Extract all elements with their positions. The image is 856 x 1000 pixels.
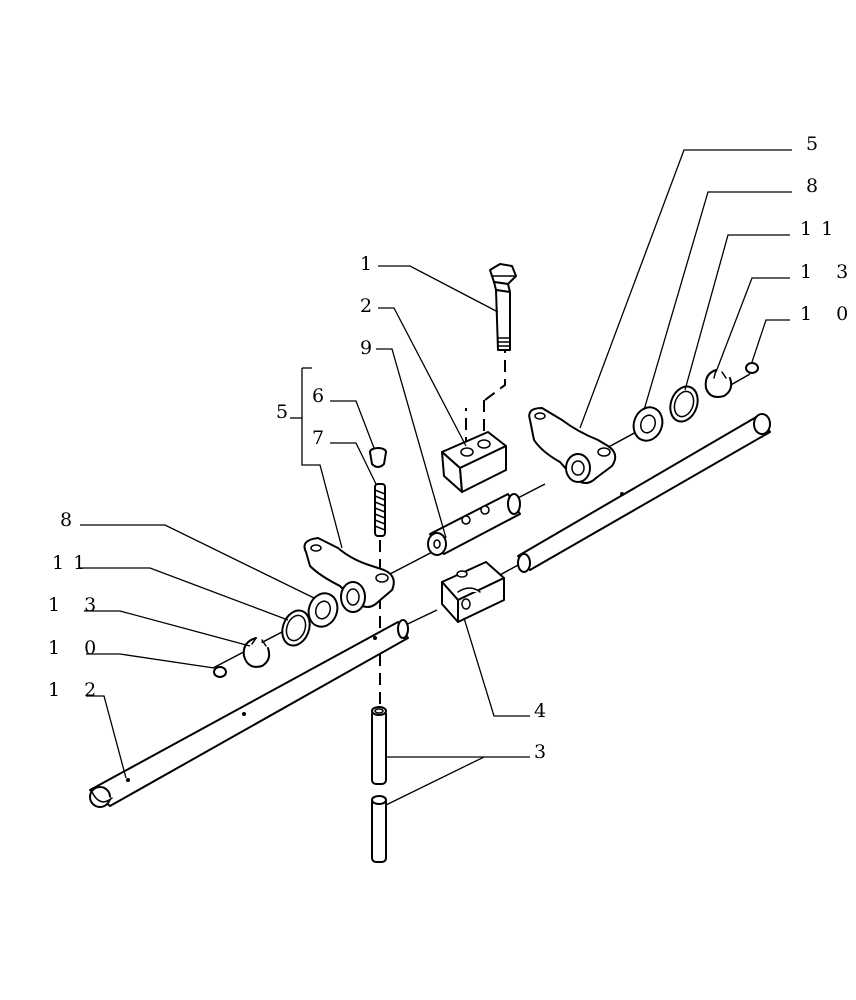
callout-8-left: 8: [60, 509, 81, 531]
rocker-shaft-lower: [89, 619, 409, 808]
callout-3: 3: [534, 741, 555, 763]
callout-2: 2: [360, 295, 381, 317]
plug: [369, 447, 387, 468]
bolt: [489, 263, 517, 351]
washer-8-left: [307, 592, 339, 628]
callout-9: 9: [360, 337, 381, 359]
push-rod-lower: [371, 795, 387, 863]
callout-6: 6: [312, 385, 333, 407]
circlip-13-left: [242, 637, 271, 668]
circlip-13-right: [704, 369, 733, 398]
callout-5-left: 5: [276, 401, 297, 423]
callout-12: 1 2: [48, 679, 105, 701]
callout-8-top: 8: [806, 175, 827, 197]
rocker-arm-right: [528, 407, 617, 484]
rocker-arm-left: [303, 537, 395, 613]
callout-13-top: 1 3: [800, 261, 856, 283]
callout-11-top: 11: [800, 218, 842, 240]
callout-1: 1: [360, 253, 381, 275]
spring-washer-11-right: [669, 385, 699, 423]
push-rod-upper: [371, 706, 387, 785]
pin-10-right: [745, 362, 759, 374]
callout-labels: 5 8 11 1 3 1 0 1 2 9 6 5 7 8 11 1 3 1 0 …: [48, 133, 856, 763]
callout-4: 4: [534, 700, 555, 722]
support-bracket-upper: [441, 431, 507, 493]
leader-lines: [80, 149, 792, 806]
spring-washer-11-left: [281, 609, 311, 647]
pin-10-left: [213, 666, 227, 678]
callout-10-top: 1 0: [800, 303, 856, 325]
callout-11-left: 11: [52, 552, 94, 574]
callout-10-left: 1 0: [48, 637, 105, 659]
adjusting-screw: [374, 483, 386, 537]
callout-7: 7: [312, 427, 333, 449]
sleeve: [427, 493, 521, 556]
callout-13-left: 1 3: [48, 594, 105, 616]
rocker-shaft-upper: [517, 413, 771, 573]
callout-5-top: 5: [806, 133, 827, 155]
washer-8-right: [632, 406, 664, 442]
support-bracket-lower: [441, 561, 505, 623]
